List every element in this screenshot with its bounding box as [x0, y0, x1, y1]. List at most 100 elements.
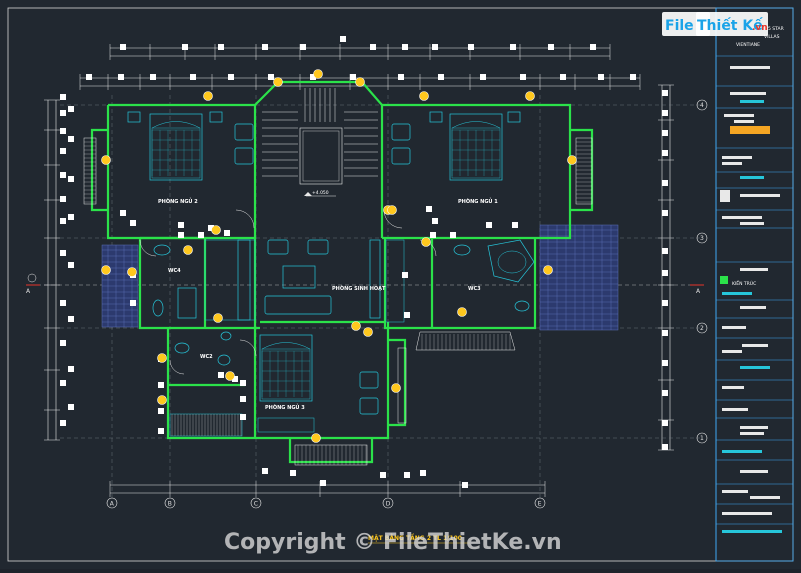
dim-text-mark	[404, 472, 410, 478]
drawing-title: MẶT BẰNG TẦNG 2 TL 1/100	[368, 533, 462, 542]
tb-highlight-orange	[730, 126, 770, 134]
dim-text-mark	[590, 44, 596, 50]
room-tag	[567, 155, 577, 165]
dim-text-mark	[480, 74, 486, 80]
dimension-ticks-sides	[44, 84, 674, 497]
tb-text-bar	[740, 100, 764, 103]
logo-part1: File	[665, 18, 694, 34]
dim-text-mark	[68, 176, 74, 182]
room-tag	[157, 395, 167, 405]
room-tag	[213, 313, 223, 323]
tb-text-bar	[740, 306, 766, 309]
dim-text-mark	[662, 248, 668, 254]
dim-text-mark	[178, 222, 184, 228]
room-tag	[419, 91, 429, 101]
room-tag	[355, 77, 365, 87]
dim-text-mark	[240, 414, 246, 420]
dim-text-mark	[662, 180, 668, 186]
dim-text-mark	[218, 372, 224, 378]
tb-text-bar	[740, 222, 764, 225]
grid-bubble	[164, 497, 176, 509]
dim-text-mark	[468, 44, 474, 50]
dim-text-mark	[520, 74, 526, 80]
dim-text-mark	[68, 136, 74, 142]
tb-project-line1: 5 STAR	[768, 26, 784, 32]
room-tag	[127, 267, 137, 277]
dim-text-mark	[350, 74, 356, 80]
tb-text-bar	[722, 512, 772, 515]
label-bedroom1: PHÒNG NGỦ 1	[458, 197, 498, 205]
tb-text-bar	[722, 490, 748, 493]
label-wc2: WC2	[200, 354, 213, 360]
staircase	[299, 127, 343, 185]
label-wc4: WC4	[168, 268, 181, 274]
dim-text-mark	[662, 330, 668, 336]
dim-text-mark	[662, 300, 668, 306]
dim-text-mark	[182, 44, 188, 50]
dim-text-mark	[232, 376, 238, 382]
label-bedroom3: PHÒNG NGỦ 3	[265, 403, 305, 411]
dim-text-mark	[68, 316, 74, 322]
tb-text-bar	[722, 216, 762, 219]
dim-text-mark	[158, 382, 164, 388]
dim-text-mark	[432, 218, 438, 224]
room-tag	[363, 327, 373, 337]
tb-logo-green	[720, 276, 728, 284]
dim-text-mark	[60, 196, 66, 202]
room-tag	[225, 371, 235, 381]
grid-bubble-label: 4	[700, 102, 704, 109]
tb-text-bar	[722, 386, 744, 389]
dim-text-mark	[310, 74, 316, 80]
tb-project-line2: VILLAS	[764, 34, 780, 40]
room-tag	[101, 265, 111, 275]
dim-text-mark	[120, 210, 126, 216]
room-tag	[203, 91, 213, 101]
dim-text-mark	[398, 74, 404, 80]
tb-text-bar	[740, 366, 770, 369]
dim-text-mark	[432, 44, 438, 50]
dim-text-mark	[662, 420, 668, 426]
dim-text-mark	[662, 390, 668, 396]
dim-text-mark	[60, 300, 66, 306]
grid-bubble	[696, 322, 708, 334]
dim-text-mark	[512, 222, 518, 228]
dim-text-mark	[198, 232, 204, 238]
tb-logo-dark	[720, 190, 730, 202]
dim-text-mark	[60, 172, 66, 178]
grid-bubble-label: 2	[700, 325, 704, 332]
copyright-watermark: Copyright © FileThietKe.vn	[224, 530, 562, 555]
dim-text-mark	[60, 94, 66, 100]
dim-text-mark	[370, 44, 376, 50]
room-tag	[311, 433, 321, 443]
grid-bubble	[696, 432, 708, 444]
section-marker-left-text: A	[26, 288, 31, 295]
grid-bubble	[382, 497, 394, 509]
dim-text-mark	[320, 480, 326, 486]
dim-text-mark	[560, 74, 566, 80]
dim-text-mark	[228, 74, 234, 80]
dim-text-mark	[404, 312, 410, 318]
roof-hatch	[101, 224, 619, 331]
dim-text-mark	[380, 472, 386, 478]
furniture	[127, 111, 535, 437]
room-tag	[211, 225, 221, 235]
dim-text-mark	[130, 300, 136, 306]
dim-text-mark	[86, 74, 92, 80]
dim-text-mark	[120, 44, 126, 50]
tb-text-bar	[734, 120, 754, 123]
dim-text-mark	[262, 44, 268, 50]
dim-text-mark	[60, 218, 66, 224]
room-tag	[351, 321, 361, 331]
dim-text-mark	[430, 232, 436, 238]
railing-hatch	[84, 141, 592, 465]
section-marker-left: A	[26, 273, 40, 295]
dim-text-mark	[662, 150, 668, 156]
dim-text-mark	[60, 420, 66, 426]
dim-text-mark	[60, 340, 66, 346]
level-marker-text: +4.050	[312, 190, 329, 196]
dimension-ticks-top	[79, 44, 641, 90]
bed-hatch	[151, 129, 500, 397]
tb-text-bar	[740, 470, 768, 473]
dim-text-mark	[438, 74, 444, 80]
